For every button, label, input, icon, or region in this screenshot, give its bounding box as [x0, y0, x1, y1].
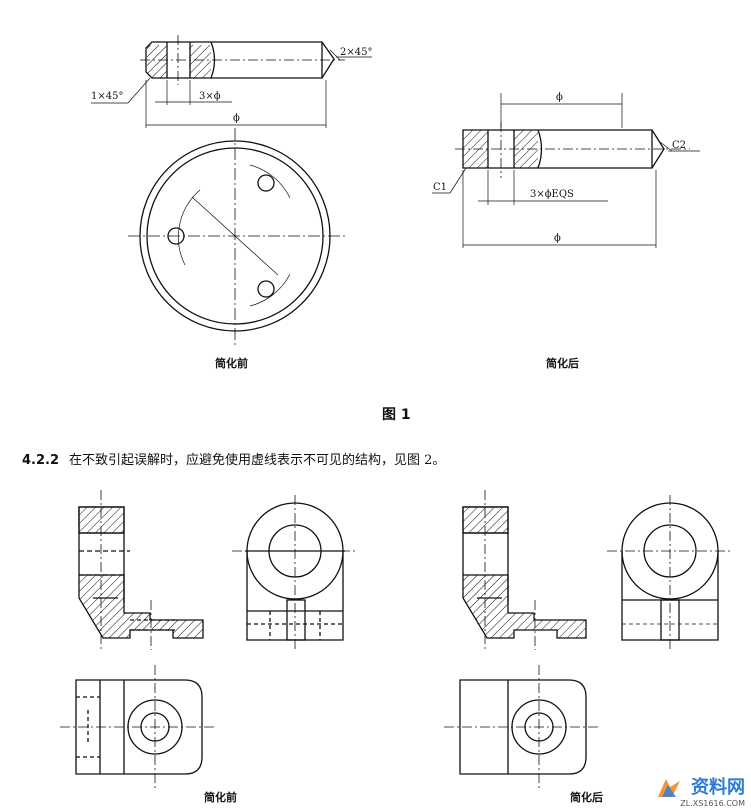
label-c2: C2	[672, 140, 686, 151]
paragraph: 4.2.2 在不致引起误解时，应避免使用虚线表示不可见的结构，见图 2。	[22, 449, 445, 468]
fig1-caption-after: 简化后	[546, 357, 579, 370]
paragraph-text: 在不致引起误解时，应避免使用虚线表示不可见的结构，见图 2。	[69, 453, 446, 468]
watermark-logo-icon	[657, 779, 680, 797]
label-holes-eqs: 3×ϕEQS	[530, 189, 574, 200]
fig1-title: 图 1	[382, 407, 411, 423]
watermark-brand: 资料网	[691, 776, 745, 798]
watermark-url: ZL.XS1616.COM	[680, 799, 745, 808]
fig2-after-top-view	[444, 665, 600, 790]
fig1-before-top-view	[128, 128, 345, 345]
label-holes-3: 3×ϕ	[199, 91, 221, 102]
watermark: 资料网 ZL.XS1616.COM	[656, 773, 745, 808]
fig2-before-side-view	[232, 495, 358, 650]
label-chamfer-2x45: 2×45°	[340, 47, 372, 58]
label-c1: C1	[433, 182, 447, 193]
paragraph-number: 4.2.2	[22, 453, 60, 468]
fig2-caption-after: 简化后	[570, 791, 603, 804]
fig2-after-side-view	[607, 495, 733, 650]
label-diameter-left: ϕ	[233, 113, 240, 124]
fig2-caption-before: 简化前	[204, 791, 237, 804]
fig2-after-section-view	[462, 490, 587, 650]
label-diameter-right-top: ϕ	[556, 92, 563, 103]
fig1-after-front-view	[432, 93, 700, 248]
fig1-before-front-view	[91, 35, 372, 128]
label-chamfer-1x45: 1×45°	[91, 91, 123, 102]
fig1-caption-before: 简化前	[215, 357, 248, 370]
fig2-before-top-view	[60, 665, 215, 790]
label-diameter-right-bottom: ϕ	[554, 233, 561, 244]
fig2-before-section-view	[78, 490, 204, 650]
